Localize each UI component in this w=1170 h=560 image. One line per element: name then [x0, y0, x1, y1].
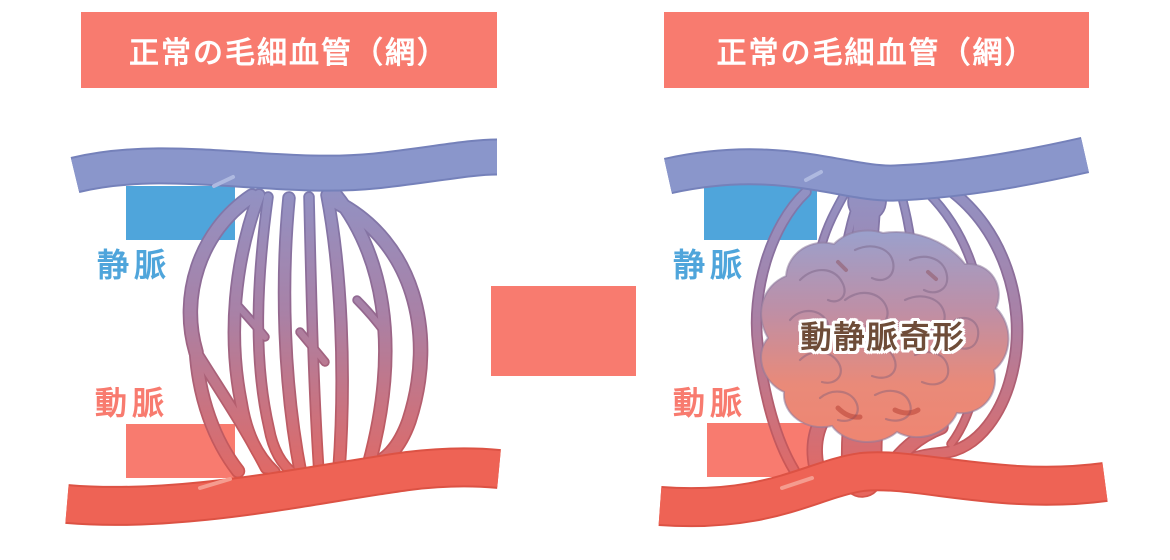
right-panel-title-text: 正常の毛細血管（網） — [716, 37, 1037, 70]
avm-nidus-body — [760, 229, 1010, 444]
left-artery-shine — [198, 477, 232, 490]
right-panel-title: 正常の毛細血管（網） — [664, 12, 1089, 88]
left-vein-vessel — [71, 140, 498, 192]
right-vein-shine — [804, 170, 823, 182]
avm-nidus-accents — [835, 260, 938, 420]
avm-nidus — [760, 229, 1010, 444]
right-artery-shine — [780, 476, 814, 490]
left-artery-vessel — [65, 449, 501, 524]
left-panel-illustration — [65, 138, 501, 526]
right-vein-label: 静脈 — [673, 247, 748, 283]
left-panel-title-text: 正常の毛細血管（網） — [129, 37, 449, 70]
avm-malformation-label: 動静脈奇形 — [800, 320, 966, 355]
left-panel-title: 正常の毛細血管（網） — [81, 12, 497, 88]
left-vein-shine — [212, 175, 235, 188]
left-artery-label: 動脈 — [95, 385, 170, 421]
right-artery-vessel — [658, 453, 1108, 526]
avm-nidus-folds — [788, 245, 980, 422]
right-vein-vessel — [664, 138, 1089, 200]
connector-box — [491, 286, 636, 376]
right-artery-label: 動脈 — [673, 385, 748, 421]
left-vein-label: 静脈 — [97, 247, 172, 283]
right-panel-illustration — [658, 136, 1108, 528]
